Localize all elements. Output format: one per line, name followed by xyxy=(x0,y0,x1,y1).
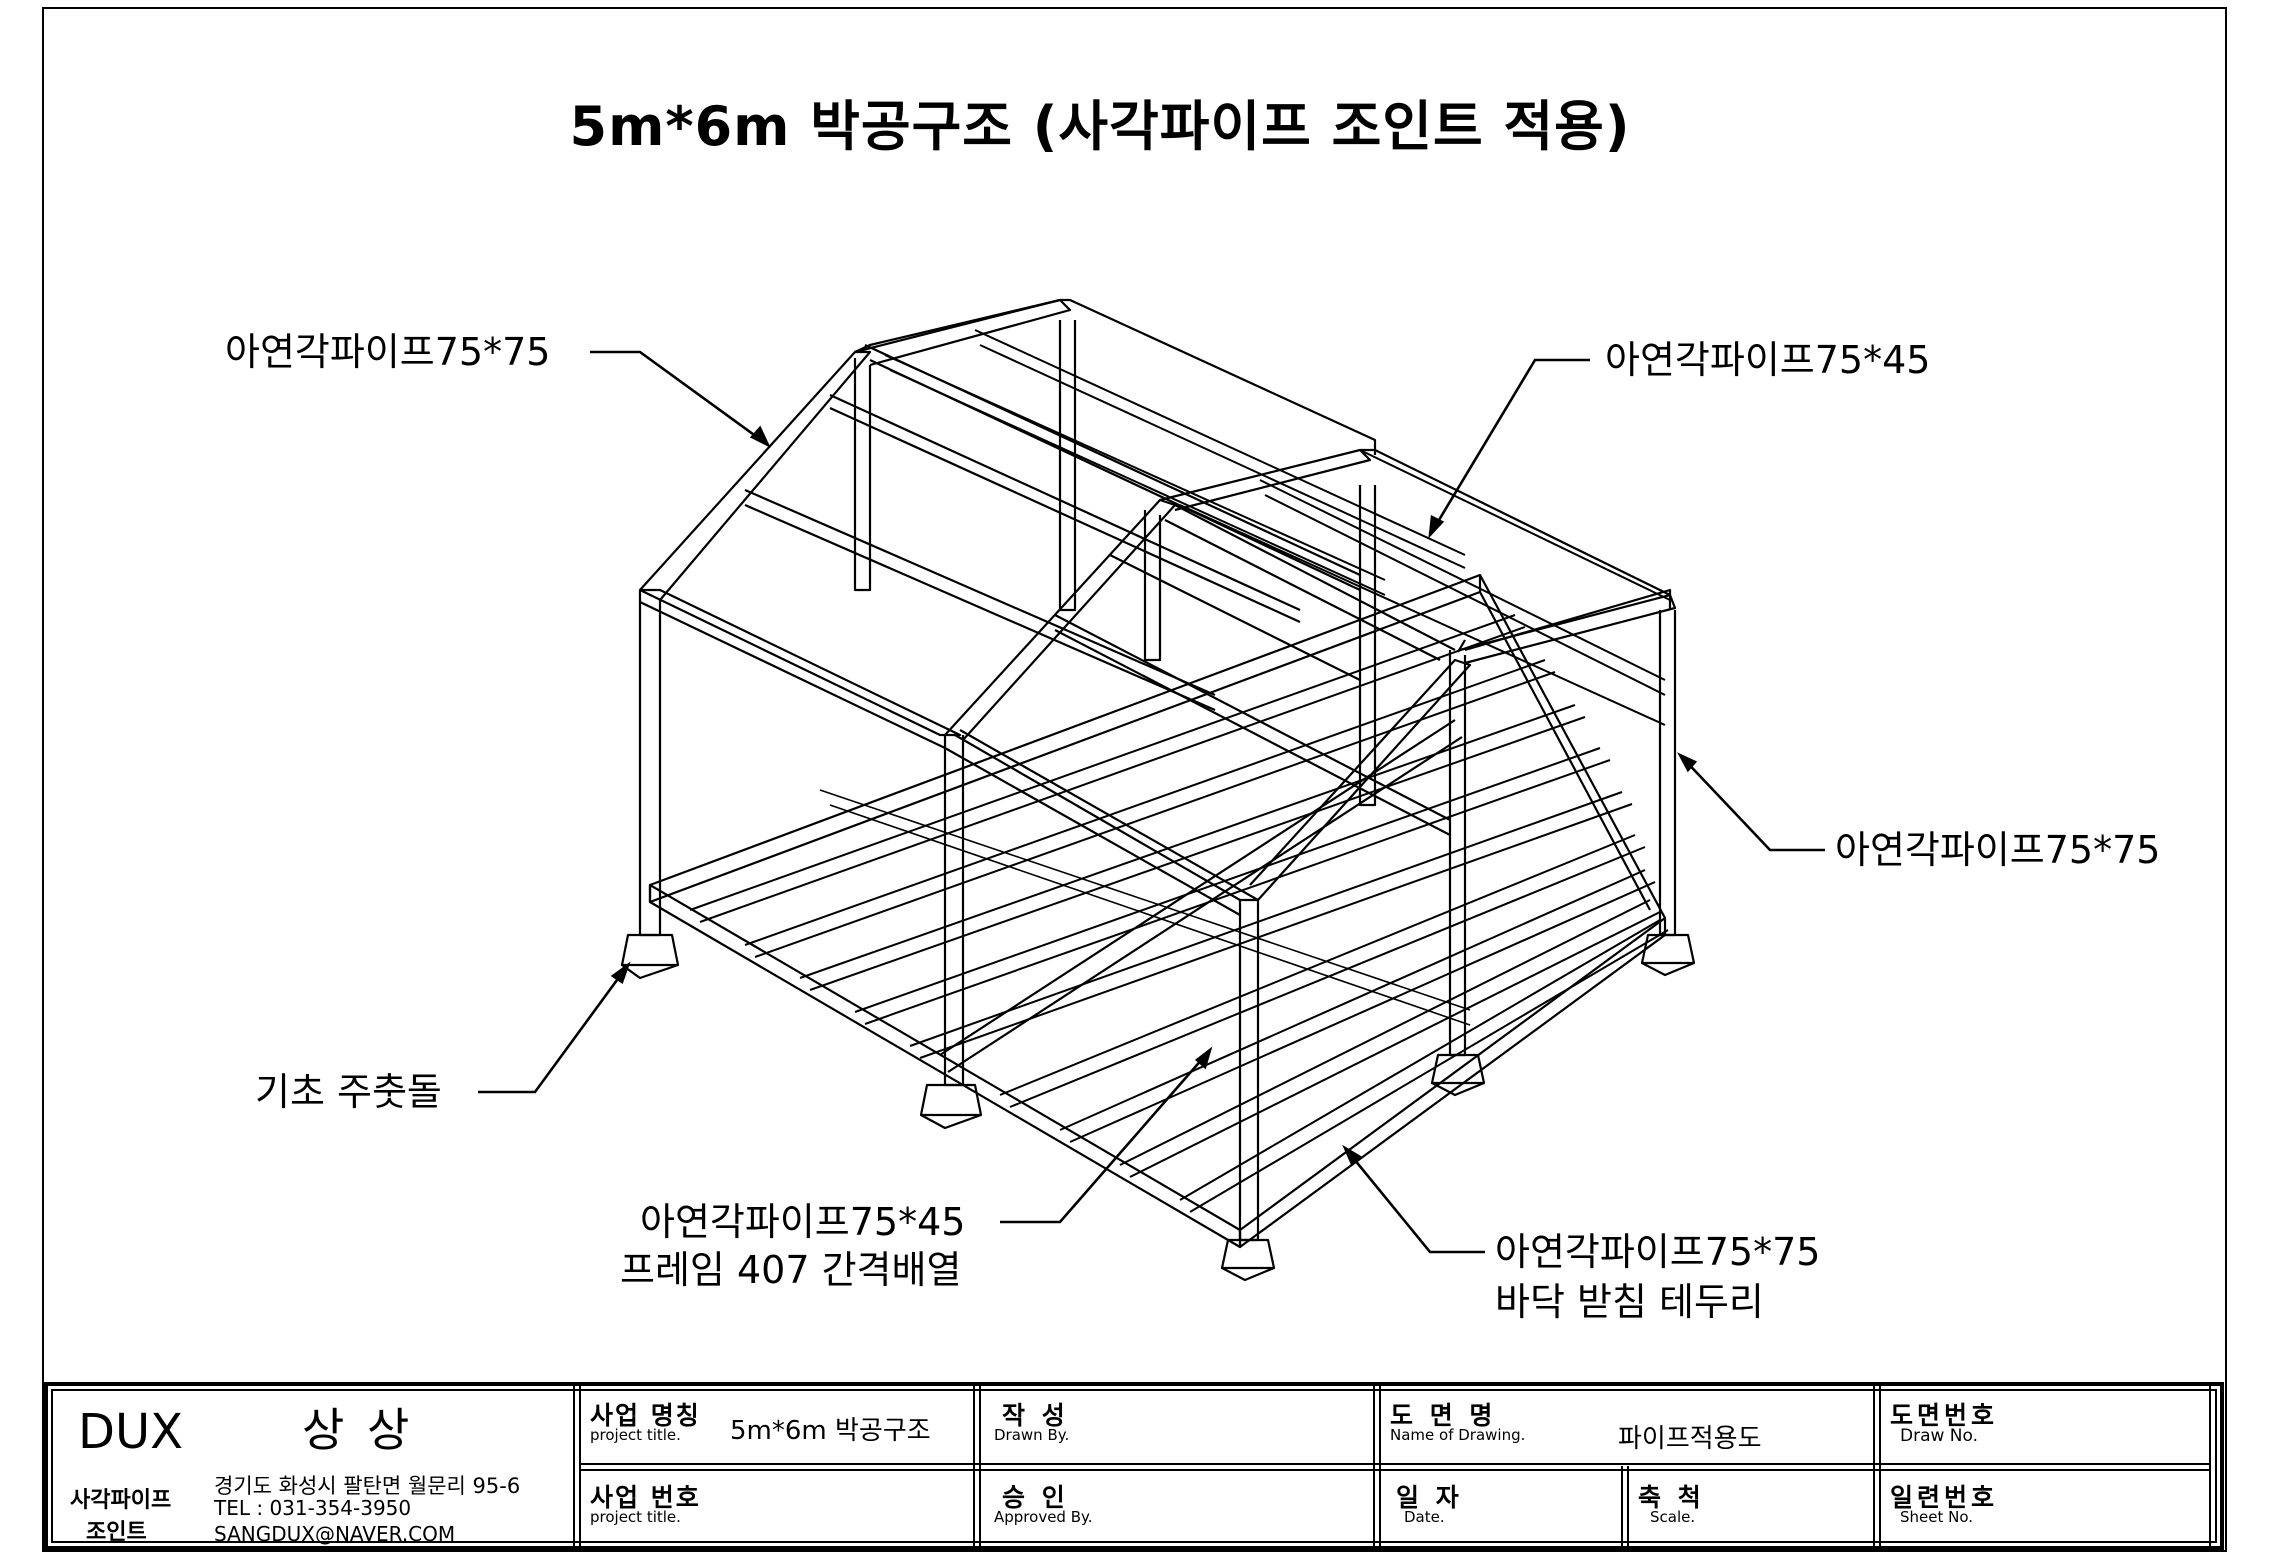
roof-purlins xyxy=(884,329,1671,726)
leader-lines xyxy=(478,350,1825,1254)
callout-footing: 기초 주춧돌 xyxy=(255,1070,442,1114)
rear-gable xyxy=(639,298,1377,712)
callout-roof-frame: 아연각파이프75*75 xyxy=(225,330,551,374)
company-name: 상 상 xyxy=(302,1403,414,1457)
company-address: 경기도 화성시 팔탄면 월문리 95-6 xyxy=(214,1474,521,1498)
title-block-grid xyxy=(44,1382,2224,1550)
project-no-label-en: project title. xyxy=(590,1508,681,1526)
callout-floor-rim: 아연각파이프75*75 xyxy=(1495,1230,1821,1274)
drawn-by-label: 작 성 xyxy=(1002,1401,1069,1430)
date-label-en: Date. xyxy=(1404,1508,1445,1526)
eave-beams xyxy=(638,588,1677,916)
drawing-name-value: 파이프적용도 xyxy=(1618,1424,1762,1454)
drawing-name-label: 도 면 명 xyxy=(1390,1401,1497,1430)
company-email: SANGDUX@NAVER.COM xyxy=(214,1522,456,1546)
company-tel: TEL : 031-354-3950 xyxy=(214,1496,412,1520)
approved-by-label: 승 인 xyxy=(1002,1483,1069,1512)
scale-label: 축 척 xyxy=(1638,1483,1705,1512)
draw-no-label: 도면번호 xyxy=(1890,1401,1999,1430)
drawing-title: 5m*6m 박공구조 (사각파이프 조인트 적용) xyxy=(569,95,1631,158)
drawn-by-label-en: Drawn By. xyxy=(994,1426,1070,1444)
title-block: DUX 상 상 사각파이프 조인트 경기도 화성시 팔탄면 월문리 95-6 T… xyxy=(44,1382,2224,1550)
front-gable xyxy=(944,448,1672,901)
posts xyxy=(638,320,1677,1242)
date-label: 일 자 xyxy=(1396,1483,1463,1512)
sheet-no-label-en: Sheet No. xyxy=(1900,1508,1974,1526)
approved-by-label-en: Approved By. xyxy=(994,1508,1093,1526)
company-product-2: 조인트 xyxy=(86,1520,147,1545)
company-product-1: 사각파이프 xyxy=(70,1488,172,1513)
draw-no-label-en: Draw No. xyxy=(1900,1426,1979,1446)
project-no-label: 사업 번호 xyxy=(590,1483,701,1512)
callout-floor-joist-note: 프레임 407 간격배열 xyxy=(620,1248,962,1292)
callout-purlin: 아연각파이프75*45 xyxy=(1605,338,1931,382)
project-name-label-en: project title. xyxy=(590,1426,681,1444)
company-brand: DUX xyxy=(78,1404,183,1460)
project-name-label: 사업 명칭 xyxy=(590,1401,701,1430)
project-name-value: 5m*6m 박공구조 xyxy=(730,1416,931,1446)
footings xyxy=(620,933,1696,1282)
drawing-frame xyxy=(42,7,2227,1552)
sheet-no-label: 일련번호 xyxy=(1890,1483,1999,1512)
scale-label-en: Scale. xyxy=(1650,1508,1696,1526)
callout-floor-rim-note: 바닥 받침 테두리 xyxy=(1495,1280,1764,1324)
callout-floor-joist: 아연각파이프75*45 xyxy=(640,1200,966,1244)
drawing-name-label-en: Name of Drawing. xyxy=(1390,1426,1526,1444)
callout-post: 아연각파이프75*75 xyxy=(1835,828,2161,872)
